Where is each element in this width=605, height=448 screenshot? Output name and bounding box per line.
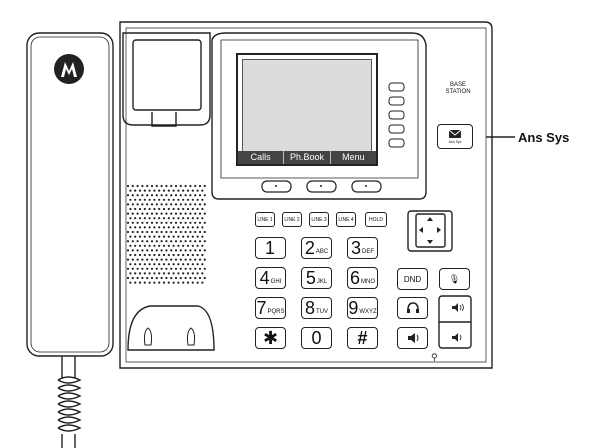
headset-button[interactable]	[397, 297, 428, 319]
headset-icon	[406, 302, 419, 313]
key-1[interactable]: 1	[255, 237, 286, 259]
key-hash[interactable]: #	[347, 327, 378, 349]
key-0[interactable]: 0	[301, 327, 332, 349]
display-housing	[211, 32, 427, 200]
nav-pad-hit[interactable]	[410, 213, 450, 249]
coiled-cord	[57, 376, 82, 448]
line-1-button[interactable]: LINE 1	[255, 212, 275, 227]
ans-sys-callout: Ans Sys	[518, 130, 570, 145]
softkey-bar: Calls Ph.Book Menu	[238, 151, 376, 164]
line-4-button[interactable]: LINE 4	[336, 212, 356, 227]
speakerphone-button[interactable]	[397, 327, 428, 349]
volume-up-button[interactable]	[442, 300, 468, 320]
base-station-label: BASE STATION	[445, 82, 471, 95]
key-star[interactable]: ✱	[255, 327, 286, 349]
navigation-pad	[407, 210, 453, 252]
base-body	[119, 21, 493, 369]
softkey-calls[interactable]: Calls	[238, 151, 285, 164]
envelope-icon	[449, 129, 461, 138]
ans-sys-button[interactable]: Ans Sys	[437, 124, 473, 149]
ans-sys-key-label: Ans Sys	[448, 139, 462, 144]
mute-icon: 🎙	[448, 273, 461, 284]
handset	[26, 32, 114, 357]
line-3-button[interactable]: LINE 3	[309, 212, 329, 227]
line-2-button[interactable]: LINE 2	[282, 212, 302, 227]
softkey-phonebook[interactable]: Ph.Book	[284, 151, 331, 164]
lcd-screen: Calls Ph.Book Menu	[236, 53, 378, 166]
mute-button[interactable]: 🎙	[439, 268, 470, 290]
speakerphone-icon	[407, 333, 418, 343]
lcd-display	[242, 59, 372, 152]
dnd-button[interactable]: DND	[397, 268, 428, 290]
softkey-menu[interactable]: Menu	[342, 152, 365, 162]
hold-button[interactable]: HOLD	[365, 212, 387, 227]
speaker-grille	[126, 184, 206, 284]
svg-text:⚲: ⚲	[431, 353, 438, 363]
volume-down-button[interactable]	[442, 326, 468, 346]
